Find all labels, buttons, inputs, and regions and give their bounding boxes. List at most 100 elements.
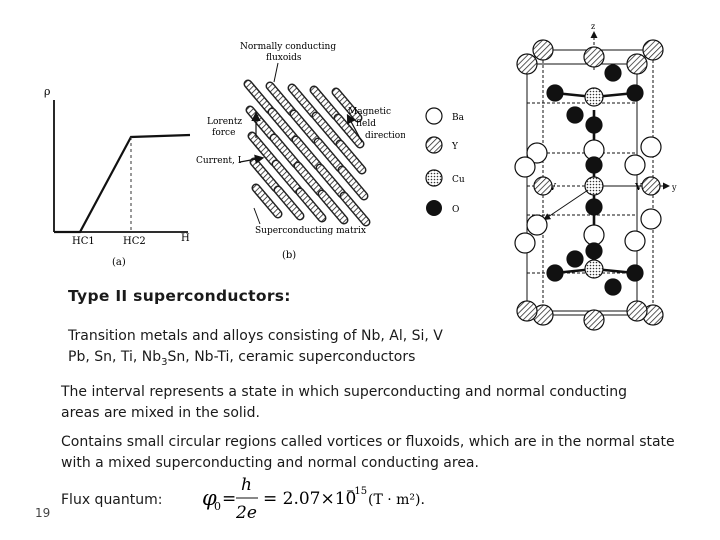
fluxoid-cylinder-fill bbox=[271, 135, 299, 167]
metals-line-2: Pb, Sn, Ti, Nb3Sn, Nb-Ti, ceramic superc… bbox=[68, 347, 443, 373]
fluxoid-cylinder-fill bbox=[293, 137, 321, 169]
interval-line-2: areas are mixed in the solid. bbox=[61, 405, 261, 421]
fluxoid-cylinder-fill bbox=[249, 133, 277, 165]
y-atom bbox=[516, 300, 538, 322]
current-arrow bbox=[239, 154, 265, 165]
y-atom bbox=[532, 39, 554, 61]
hc1-label: HC1 bbox=[72, 236, 95, 247]
crystal-atoms bbox=[514, 39, 664, 331]
ba-atom bbox=[514, 156, 536, 178]
metals-line-1: Transition metals and alloys consisting … bbox=[68, 328, 443, 344]
fluxoid-cylinder-fill bbox=[253, 185, 281, 217]
field-label-line2: field bbox=[356, 119, 376, 129]
fluxoid-cylinder-fill bbox=[335, 115, 363, 147]
ba-atom bbox=[624, 230, 646, 252]
y-atom bbox=[516, 53, 538, 75]
fluxoid-cylinder-fill bbox=[333, 89, 361, 121]
formula-exponent: −15 bbox=[346, 486, 367, 497]
ba-atom bbox=[526, 214, 548, 236]
fluxoids-label-line2: fluxoids bbox=[266, 53, 302, 63]
fluxoid-cylinder-fill bbox=[251, 159, 279, 191]
fluxoid-cylinders bbox=[243, 79, 371, 227]
fluxoid-cylinder-fill bbox=[319, 191, 347, 223]
field-label-line3: direction bbox=[365, 131, 405, 141]
legend-y-label: Y bbox=[451, 142, 459, 152]
formula-denominator: 2e bbox=[235, 503, 257, 523]
y-atom bbox=[626, 300, 648, 322]
legend-ba-icon bbox=[425, 107, 443, 125]
ba-atom bbox=[640, 208, 662, 230]
resistivity-curve bbox=[54, 133, 191, 234]
legend-o-icon bbox=[426, 200, 442, 216]
field-label-line1: Magnetic bbox=[348, 107, 391, 117]
o-atom bbox=[626, 264, 644, 282]
y-atom bbox=[533, 176, 553, 196]
fluxoid-cylinder-fill bbox=[313, 113, 341, 145]
o-atom bbox=[585, 198, 603, 216]
formula-phi-sub: 0 bbox=[214, 500, 221, 513]
panel-b-label: (b) bbox=[282, 250, 296, 261]
fluxoid-cylinder-fill bbox=[273, 161, 301, 193]
field-arrow bbox=[346, 113, 363, 143]
ba-atom bbox=[526, 142, 548, 164]
fluxoid-cylinder-fill bbox=[295, 163, 323, 195]
fluxoid-cylinder-fill bbox=[317, 165, 345, 197]
fluxoid-cylinder-fill bbox=[337, 141, 365, 173]
o-atom bbox=[566, 250, 584, 268]
o-atom bbox=[566, 106, 584, 124]
fluxoid-cylinder-fill bbox=[291, 111, 319, 143]
fluxoid-cylinder-fill bbox=[341, 193, 369, 225]
legend-y-icon bbox=[425, 136, 443, 154]
legend-cu-label: Cu bbox=[452, 175, 465, 185]
lorentz-label-line1: Lorentz bbox=[207, 117, 242, 127]
o-atom bbox=[604, 64, 622, 82]
formula-phi: φ bbox=[202, 486, 217, 510]
y-axis-label: y bbox=[671, 183, 677, 192]
formula-rhs: = 2.07×10 bbox=[263, 489, 356, 509]
fluxoid-cylinder-fill bbox=[269, 109, 297, 141]
y-atom bbox=[583, 309, 605, 331]
y-atom bbox=[641, 176, 661, 196]
fluxoid-cylinder-fill bbox=[297, 189, 325, 221]
legend-cu-icon bbox=[425, 169, 443, 187]
fluxoid-cylinder-fill bbox=[311, 87, 339, 119]
flux-quantum-formula: φ 0 = h 2e = 2.07×10 −15 (T · m²). bbox=[202, 475, 425, 523]
interval-line-1: The interval represents a state in which… bbox=[61, 384, 628, 400]
slide-number: 19 bbox=[35, 506, 51, 520]
matrix-pointer bbox=[253, 207, 261, 225]
formula-equals: = bbox=[222, 489, 236, 509]
vortices-paragraph: Contains small circular regions called v… bbox=[61, 432, 675, 474]
hc2-label: HC2 bbox=[123, 236, 146, 247]
cu-atom bbox=[584, 259, 604, 279]
current-label: Current, I bbox=[196, 156, 242, 166]
vortices-line-2: with a mixed superconducting and normal … bbox=[61, 455, 479, 471]
o-atom bbox=[585, 242, 603, 260]
fluxoid-diagram: Normally conducting fluxoids Lorentz for… bbox=[196, 42, 405, 261]
slide-heading: Type II superconductors: bbox=[68, 287, 291, 305]
flux-quantum-label: Flux quantum: bbox=[61, 492, 163, 508]
interval-paragraph: The interval represents a state in which… bbox=[61, 382, 627, 424]
o-atom bbox=[626, 84, 644, 102]
fluxoid-cylinder-fill bbox=[339, 167, 367, 199]
fluxoid-cylinder-fill bbox=[289, 85, 317, 117]
panel-a-label: (a) bbox=[112, 257, 126, 268]
o-atom bbox=[585, 116, 603, 134]
ba-atom bbox=[640, 136, 662, 158]
metals-subscript: 3 bbox=[161, 356, 168, 368]
o-atom bbox=[604, 278, 622, 296]
o-atom bbox=[546, 84, 564, 102]
h-axis-label: H bbox=[181, 233, 190, 244]
atom-legend: Ba Y Cu O bbox=[425, 107, 465, 216]
metals-line-2b: Sn, Nb-Ti, ceramic superconductors bbox=[167, 349, 416, 365]
metals-list: Transition metals and alloys consisting … bbox=[68, 326, 443, 373]
y-atom bbox=[626, 53, 648, 75]
fluxoids-label-line1: Normally conducting bbox=[240, 42, 336, 52]
fluxoid-cylinder-fill bbox=[267, 83, 295, 115]
cu-atom bbox=[584, 87, 604, 107]
z-axis-label: z bbox=[591, 22, 595, 31]
vortices-line-1: Contains small circular regions called v… bbox=[61, 434, 675, 450]
resistivity-graph: ρ HC1 HC2 H (a) bbox=[44, 85, 191, 268]
legend-ba-label: Ba bbox=[452, 113, 465, 123]
ba-atom bbox=[583, 224, 605, 246]
formula-numerator: h bbox=[241, 475, 252, 495]
